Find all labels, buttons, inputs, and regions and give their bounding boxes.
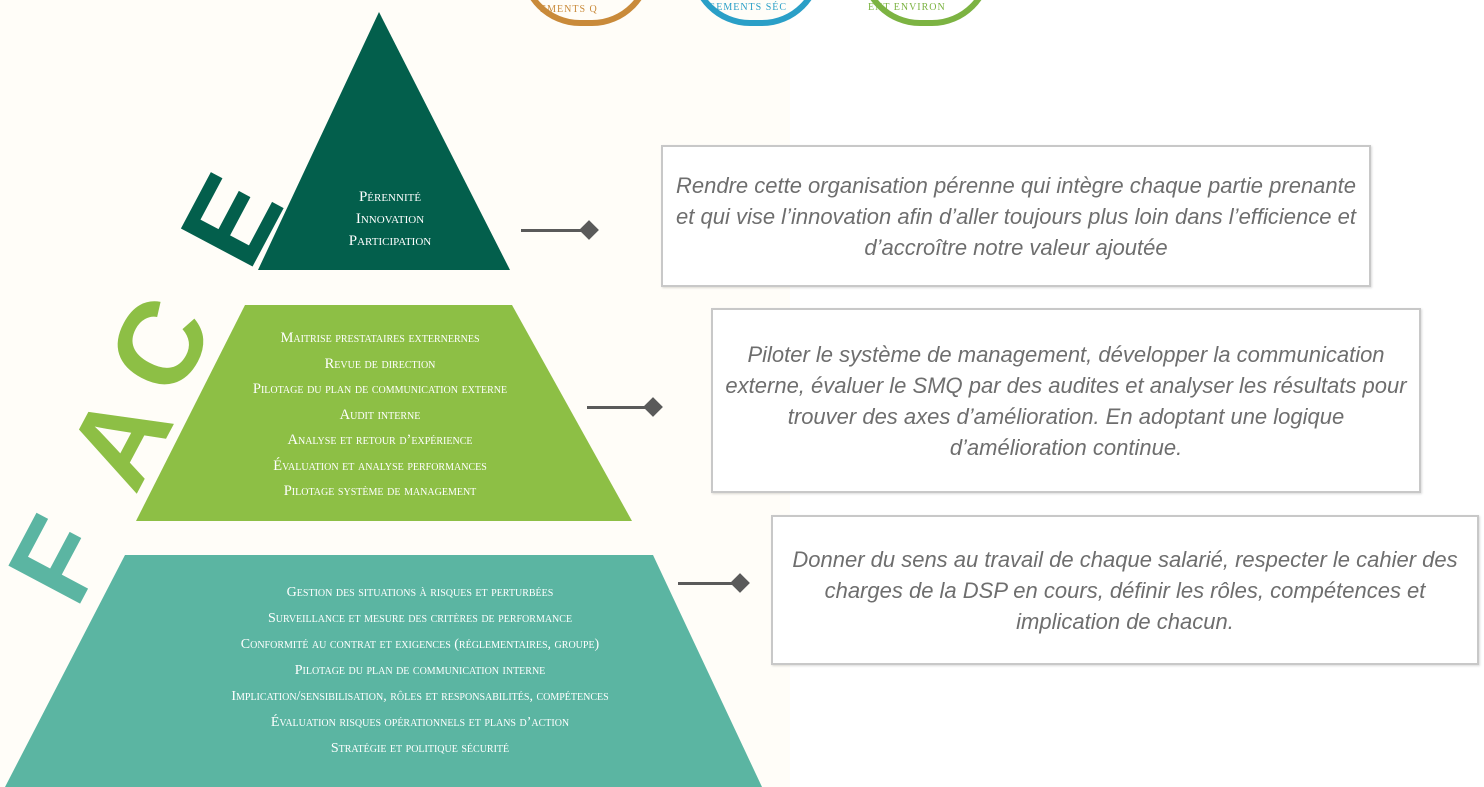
description-box-bottom: Donner du sens au travail de chaque sala…: [771, 515, 1479, 665]
description-box-middle: Piloter le système de management, dévelo…: [711, 308, 1421, 493]
tier-item: Innovation: [355, 211, 425, 227]
description-text: Rendre cette organisation pérenne qui in…: [675, 172, 1357, 260]
pyramid-tier-top: [258, 12, 510, 270]
tier-item: Participation: [348, 233, 432, 249]
tier-middle-items: Maitrise prestataires externernes Revue …: [160, 326, 600, 505]
tier-bottom-items: Gestion des situations à risques et pert…: [90, 580, 750, 762]
tier-item: Surveillance et mesure des critères de p…: [267, 611, 573, 626]
tier-item: Revue de Direction: [324, 355, 436, 372]
tier-item: Conformité au contrat et exigences (régl…: [240, 637, 600, 652]
description-text: Piloter le système de management, dévelo…: [725, 341, 1407, 460]
tier-item: Pérennité: [358, 189, 422, 205]
tier-top-items: Pérennité Innovation Participation: [290, 186, 490, 252]
tier-item: Gestion des situations à risques et pert…: [286, 585, 554, 600]
pyramid-tier-middle: [136, 305, 632, 521]
tier-item: Stratégie et Politique Sécurité: [330, 741, 510, 756]
tier-item: Évaluation et Analyse performances: [273, 457, 487, 474]
description-box-top: Rendre cette organisation pérenne qui in…: [661, 145, 1371, 287]
tier-item: Maitrise prestataires externernes: [280, 330, 480, 346]
tier-item: Pilotage système de management: [283, 483, 477, 499]
tier-item: Pilotage du plan de communication intern…: [294, 663, 546, 678]
pyramid-tier-bottom: [5, 555, 762, 787]
tier-item: Pilotage du plan de communication extern…: [252, 381, 508, 397]
pyramid-diagram: E C A F: [0, 12, 762, 787]
tier-item: Évaluation Risques Opérationnels et Plan…: [270, 715, 570, 730]
tier-item: Audit interne: [339, 406, 421, 423]
tier-item: Implication/sensibilisation, Rôles et Re…: [231, 689, 609, 704]
tier-item: Analyse et retour d’Expérience: [287, 432, 473, 448]
description-text: Donner du sens au travail de chaque sala…: [792, 546, 1458, 634]
